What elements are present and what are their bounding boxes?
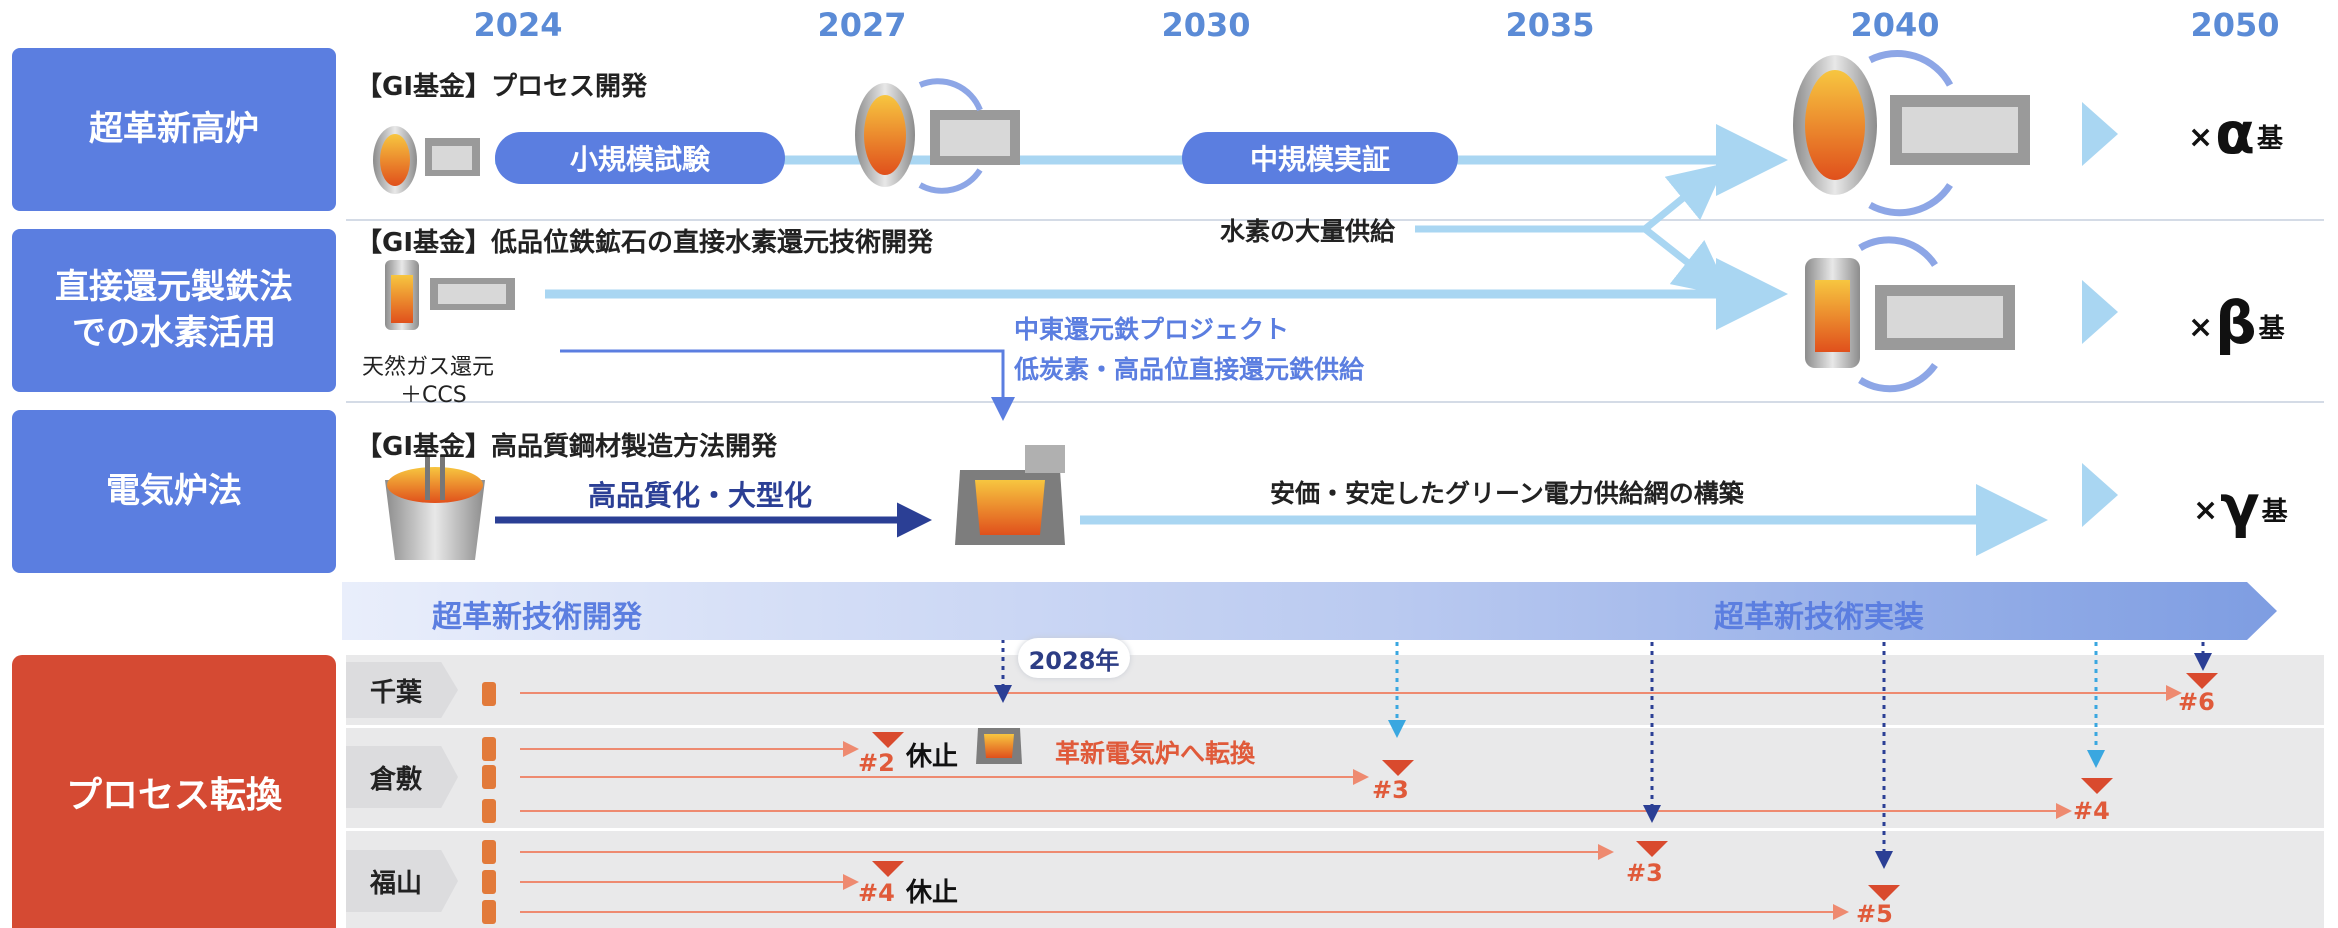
blast-furnace-mid-icon: [855, 78, 1020, 194]
unit-markers: [872, 673, 2218, 901]
eaf-ladle-icon: [385, 455, 485, 560]
unit-fukuyama-5: #5: [1856, 900, 1893, 928]
process-label: プロセス転換: [12, 655, 336, 928]
unit-chiba-6: #6: [2178, 688, 2215, 716]
hydrogen-supply-note: 水素の大量供給: [1220, 217, 1396, 246]
green-grid-note: 安価・安定したグリーン電力供給網の構築: [1270, 479, 1744, 508]
mideast-connector: [560, 349, 1015, 421]
blast-furnace-large-icon: [1793, 50, 2030, 217]
stop-label-fukuyama: 休止: [906, 878, 959, 908]
band-left-label: 超革新技術開発: [432, 600, 642, 635]
year-2035: 2035: [1505, 6, 1595, 44]
pill-small-scale-test: 小規模試験: [495, 132, 785, 184]
year-2040: 2040: [1850, 6, 1940, 44]
chevron-icon: [2082, 280, 2118, 344]
site-tab-chiba: 千葉: [346, 662, 458, 718]
multiplier-gamma: ×γ基: [2193, 472, 2288, 540]
unit-kurashiki-4: #4: [2073, 797, 2110, 825]
year-2030: 2030: [1161, 6, 1251, 44]
mideast-note-2: 低炭素・高品位直接還元鉄供給: [1014, 355, 1365, 384]
band-right-label: 超革新技術実装: [1714, 600, 1924, 635]
multiplier-beta: ×β基: [2188, 289, 2285, 357]
blast-furnace-small-icon: [373, 126, 480, 194]
site-tab-fukuyama: 福山: [346, 850, 458, 912]
stop-label-kurashiki: 休止: [906, 742, 959, 772]
dri-furnace-large-icon: [1805, 236, 2015, 393]
blast-title: 【GI基金】プロセス開発: [356, 72, 648, 102]
multiplier-alpha: ×α基: [2188, 99, 2284, 167]
eaf-furnace-icon: [955, 445, 1065, 545]
year-2027: 2027: [817, 6, 907, 44]
mideast-note-1: 中東還元鉄プロジェクト: [1014, 315, 1290, 344]
unit-fukuyama-4: #4: [858, 879, 895, 907]
row-label-direct-reduction: 直接還元製鉄法 での水素活用: [12, 229, 336, 392]
year-2050: 2050: [2190, 6, 2280, 44]
unit-fukuyama-3: #3: [1626, 859, 1663, 887]
year-2024: 2024: [473, 6, 563, 44]
gas-note-1: 天然ガス還元: [362, 355, 495, 380]
dri-title: 【GI基金】低品位鉄鉱石の直接水素還元技術開発: [356, 228, 934, 258]
row-label-electric-furnace: 電気炉法: [12, 410, 336, 573]
process-rows: [520, 685, 2182, 920]
year-badge-2028: 2028年: [1018, 638, 1130, 678]
unit-kurashiki-2: #2: [858, 749, 895, 777]
gas-note-2: ＋CCS: [400, 383, 467, 408]
unit-kurashiki-3: #3: [1372, 776, 1409, 804]
row-divider: [346, 219, 2324, 221]
process-furnace-icons: [482, 682, 496, 924]
converted-eaf-icon: [976, 728, 1022, 764]
eaf-title: 【GI基金】高品質鋼材製造方法開発: [356, 432, 778, 462]
row-divider: [346, 401, 2324, 403]
chevron-icon: [2082, 102, 2118, 166]
dri-furnace-small-icon: [385, 260, 515, 330]
pill-mid-scale-demo: 中規模実証: [1182, 132, 1458, 184]
row-label-blast-furnace: 超革新高炉: [12, 48, 336, 211]
eaf-arrow-label: 高品質化・大型化: [588, 479, 813, 512]
hydrogen-fork-up: [1415, 163, 1726, 233]
convert-label: 革新電気炉へ転換: [1055, 739, 1256, 768]
hydrogen-fork-down: [1642, 226, 1732, 297]
chevron-icon: [2082, 463, 2118, 527]
technology-band: [342, 582, 2277, 640]
site-tab-kurashiki: 倉敷: [346, 746, 458, 808]
